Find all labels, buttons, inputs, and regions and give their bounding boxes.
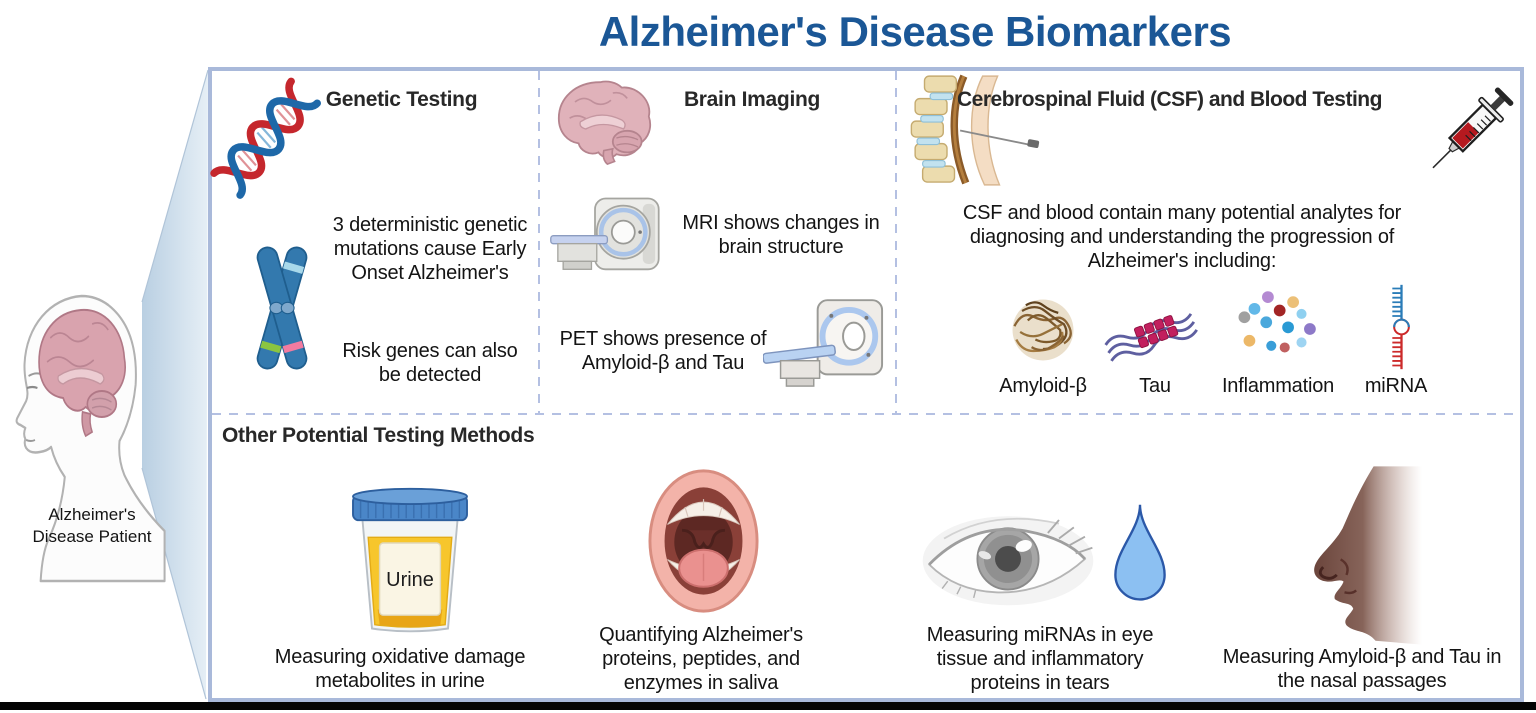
other-methods-heading-text: Other Potential Testing Methods <box>222 424 535 447</box>
pet-text-inner: PET shows presence of Amyloid-β and Tau <box>559 328 767 374</box>
divider-vertical-2 <box>895 71 897 413</box>
analyte-tau: Tau <box>1095 283 1215 398</box>
patient-label: Alzheimer's Disease Patient <box>17 504 167 548</box>
divider-vertical-1 <box>538 71 540 413</box>
patient-head-icon <box>15 294 166 583</box>
urine-method-text-inner: Measuring oxidative damage metabolites i… <box>274 646 526 692</box>
tears-method-text: Measuring miRNAs in eye tissue and infla… <box>909 623 1171 695</box>
syringe-icon <box>1432 87 1514 169</box>
amyloid-icon <box>1012 299 1074 361</box>
pet-scanner-icon <box>763 299 884 387</box>
chromosome-icon <box>256 246 308 370</box>
saliva-method-text: Quantifying Alzheimer's proteins, peptid… <box>581 623 821 695</box>
tear-drop-icon <box>1114 504 1166 601</box>
tau-icon <box>1104 313 1198 362</box>
urine-method-text: Measuring oxidative damage metabolites i… <box>260 645 540 693</box>
pet-text: PET shows presence of Amyloid-β and Tau <box>554 327 772 375</box>
saliva-method-text-inner: Quantifying Alzheimer's proteins, peptid… <box>599 624 803 694</box>
csf-heading-text: Cerebrospinal Fluid (CSF) and Blood Test… <box>957 88 1382 111</box>
tears-method-text-inner: Measuring miRNAs in eye tissue and infla… <box>926 624 1154 694</box>
mri-text: MRI shows changes in brain structure <box>662 211 900 259</box>
genetic-testing-heading: Genetic Testing <box>304 87 499 112</box>
analyte-tau-label: Tau <box>1139 375 1171 397</box>
nasal-method-text-inner: Measuring Amyloid-β and Tau in the nasal… <box>1222 646 1502 692</box>
urine-cup-icon: Urine <box>352 487 468 633</box>
dna-icon <box>210 77 321 199</box>
analyte-amyloid: Amyloid-β <box>983 283 1103 398</box>
brain-imaging-heading-text: Brain Imaging <box>683 88 821 111</box>
genetic-mutations-text: 3 deterministic genetic mutations cause … <box>330 213 530 285</box>
divider-horizontal <box>212 413 1520 415</box>
nasal-method-text: Measuring Amyloid-β and Tau in the nasal… <box>1210 645 1514 693</box>
mouth-icon <box>648 469 759 613</box>
spine-csf-icon <box>910 74 1040 186</box>
genetic-mutations-text-inner: 3 deterministic genetic mutations cause … <box>332 214 528 284</box>
page-title: Alzheimer's Disease Biomarkers <box>598 8 1232 55</box>
csf-intro-text-inner: CSF and blood contain many potential ana… <box>962 202 1402 272</box>
patient-label-text: Alzheimer's Disease Patient <box>32 505 152 546</box>
genetic-risk-text-inner: Risk genes can also be detected <box>342 340 518 386</box>
analyte-amyloid-label: Amyloid-β <box>999 375 1087 397</box>
mirna-icon <box>1392 284 1410 370</box>
csf-heading: Cerebrospinal Fluid (CSF) and Blood Test… <box>957 87 1382 112</box>
urine-cup-label: Urine <box>386 569 434 591</box>
analyte-inflammation-label: Inflammation <box>1221 375 1335 397</box>
other-methods-heading: Other Potential Testing Methods <box>222 423 535 448</box>
analyte-inflammation: Inflammation <box>1218 283 1338 398</box>
analyte-mirna-label: miRNA <box>1364 375 1428 397</box>
genetic-risk-text: Risk genes can also be detected <box>330 339 530 387</box>
mri-scanner-icon <box>550 197 660 271</box>
brain-imaging-heading: Brain Imaging <box>667 87 837 112</box>
genetic-testing-heading-text: Genetic Testing <box>325 88 478 111</box>
biomarkers-panel: Genetic Testing 3 deterministic genetic … <box>208 67 1524 702</box>
analyte-mirna: miRNA <box>1336 283 1456 398</box>
mri-text-inner: MRI shows changes in brain structure <box>682 212 880 258</box>
nose-icon <box>1314 466 1423 645</box>
inflammation-icon <box>1238 291 1316 353</box>
brain-icon <box>557 80 652 165</box>
csf-intro-text: CSF and blood contain many potential ana… <box>952 201 1412 273</box>
eye-icon <box>922 516 1094 606</box>
bottom-border-bar <box>0 702 1536 710</box>
